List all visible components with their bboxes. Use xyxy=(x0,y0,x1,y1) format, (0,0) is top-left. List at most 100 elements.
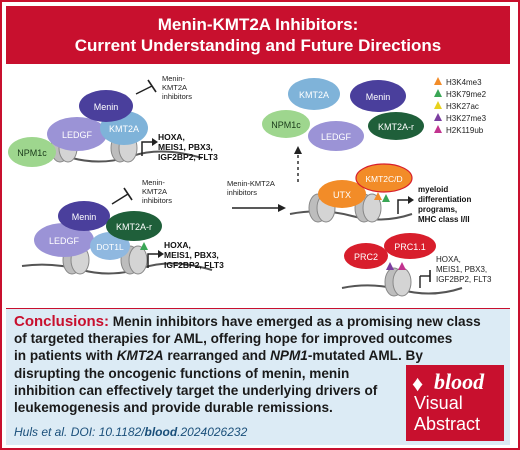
arrowhead xyxy=(152,138,158,146)
inhibitor-label-3: inhibitors xyxy=(162,92,192,101)
menin-label: Menin xyxy=(366,92,391,102)
ledgf-label: LEDGF xyxy=(321,132,352,142)
prc1-protein xyxy=(384,233,436,259)
inhibitor-bar xyxy=(147,79,157,93)
citation-suffix: .2024026232 xyxy=(177,425,248,439)
dashed-arrow-head xyxy=(294,146,302,154)
kmt2a-r-protein xyxy=(106,211,162,241)
menin-protein xyxy=(350,80,406,112)
conclusions-line-6: leukemogenesis and provide durable remis… xyxy=(14,400,333,416)
arrow-head xyxy=(278,204,286,212)
logo-abstract: Abstract xyxy=(414,414,481,434)
panel-top-left: NPM1c LEDGF KMT2A Menin Menin- KMT2A inh… xyxy=(8,74,218,167)
legend-swatch-h3k79me2 xyxy=(434,89,442,97)
h3k27ac-mark xyxy=(382,194,390,202)
title-line-1: Menin-KMT2A Inhibitors: xyxy=(157,15,359,34)
conclusions-line-2: of targeted therapies for AML, offering … xyxy=(14,331,453,347)
kmt2a-r-label: KMT2A-r xyxy=(378,122,414,132)
conclusions-line-1: Menin inhibitors have emerged as a promi… xyxy=(112,314,481,329)
kmt2a-label: KMT2A xyxy=(299,90,329,100)
citation-brand: blood xyxy=(144,425,178,439)
legend-label-h3k4me3: H3K4me3 xyxy=(446,78,482,87)
nucleosome xyxy=(384,267,412,297)
prc2-protein xyxy=(344,243,388,269)
legend-label-h2k119ub: H2K119ub xyxy=(446,126,484,135)
npm1c-protein xyxy=(8,137,56,167)
arrowhead xyxy=(408,196,414,204)
dot1l-protein xyxy=(90,232,130,260)
menin-protein xyxy=(79,90,133,122)
citation[interactable]: Huls et al. DOI: 10.1182/blood.202402623… xyxy=(14,425,247,439)
legend-swatch-h2k119ub xyxy=(434,125,442,133)
transcription-arrow xyxy=(147,253,158,268)
conclusions-panel: Conclusions: Menin inhibitors have emerg… xyxy=(6,308,510,445)
gene-list-line-2: MEIS1, PBX3, xyxy=(158,142,213,152)
dna-strand xyxy=(289,210,413,221)
ledgf-protein xyxy=(308,121,364,151)
utx-protein xyxy=(318,180,366,208)
legend-swatch-h3k27me3 xyxy=(434,113,442,121)
menin-label: Menin xyxy=(72,212,97,222)
menin-label: Menin xyxy=(94,102,119,112)
kmt2a-label: KMT2A xyxy=(109,124,139,134)
ledgf-protein xyxy=(47,117,107,151)
logo-blood: blood xyxy=(434,369,485,394)
npm1c-label: NPM1c xyxy=(271,120,301,130)
bottom-gene-line-3: IGF2BP2, FLT3 xyxy=(436,275,492,284)
mid-gene-line-3: programs, xyxy=(418,205,457,214)
mechanism-diagram: NPM1c LEDGF KMT2A Menin Menin- KMT2A inh… xyxy=(8,74,492,297)
title-line-2: Current Understanding and Future Directi… xyxy=(74,36,442,55)
conclusions-heading: Conclusions: xyxy=(14,313,110,330)
npm1-gene: NPM1 xyxy=(270,348,308,364)
gene-list-line-1: HOXA, xyxy=(158,132,185,142)
inhibitor-label-1: Menin- xyxy=(162,74,185,83)
inhibitor-label-2: KMT2A xyxy=(142,187,167,196)
legend-label-h3k79me2: H3K79me2 xyxy=(446,90,487,99)
legend-label-h3k27ac: H3K27ac xyxy=(446,102,479,111)
panel-bottom-left: LEDGF DOT1L Menin KMT2A-r Menin- KMT2A i… xyxy=(21,178,224,275)
h3k79me2-mark xyxy=(140,242,148,250)
citation-prefix: Huls et al. DOI: 10.1182/ xyxy=(14,425,145,439)
arrow-label-2: inhibitors xyxy=(227,188,257,197)
conclusions-line-3c: -mutated AML. By xyxy=(307,348,423,364)
ledgf-label: LEDGF xyxy=(49,236,80,246)
transcription-arrow xyxy=(141,141,152,156)
kmt2a-protein xyxy=(288,78,340,110)
mid-gene-line-4: MHC class I/II xyxy=(418,215,470,224)
legend-swatch-h3k27ac xyxy=(434,101,442,109)
transcription-arrow xyxy=(397,199,408,214)
title-banner: Menin-KMT2A Inhibitors: Current Understa… xyxy=(6,6,510,64)
gene-list-line-1: HOXA, xyxy=(164,240,191,250)
inhibitor-label-3: inhibitors xyxy=(142,196,172,205)
gene-list-line-2: MEIS1, PBX3, xyxy=(164,250,219,260)
bottom-gene-line-2: MEIS1, PBX3, xyxy=(436,265,487,274)
blood-drop-icon: ♦ xyxy=(412,371,424,396)
gene-list-line-3: IGF2BP2, FLT3 xyxy=(158,152,218,162)
menin-protein xyxy=(58,201,110,231)
inhibitor-line xyxy=(111,193,129,205)
nucleosome xyxy=(354,193,382,223)
utx-label: UTX xyxy=(333,190,351,200)
conclusions-line-3a: in patients with xyxy=(14,348,113,364)
conclusions-line-5: inhibition can effectively target the un… xyxy=(14,382,378,398)
dna-strand xyxy=(21,262,213,275)
legend-swatch-h3k4me3 xyxy=(434,77,442,85)
npm1c-protein xyxy=(262,110,310,138)
arrowhead xyxy=(158,250,164,258)
h3k27me3-mark xyxy=(386,262,394,270)
gene-list-line-3: IGF2BP2, FLT3 xyxy=(164,260,224,270)
treatment-arrow: Menin-KMT2A inhibitors xyxy=(227,179,286,212)
conclusions-text: Conclusions: Menin inhibitors have emerg… xyxy=(14,313,502,416)
panel-mid-right: UTX KMT2C/D myeloid differentiation prog… xyxy=(289,163,471,224)
mid-gene-line-1: myeloid xyxy=(418,185,448,194)
inhibitor-label-1: Menin- xyxy=(142,178,165,187)
inhibitor-label-2: KMT2A xyxy=(162,83,187,92)
inhibitor-bar xyxy=(123,187,133,201)
ledgf-protein xyxy=(34,223,94,257)
h2k119ub-mark xyxy=(398,262,406,270)
histone-mark-legend: H3K4me3 H3K79me2 H3K27ac H3K27me3 H2K119… xyxy=(434,77,487,135)
panel-bottom-right: PRC2 PRC1.1 HOXA, MEIS1, PBX3, IGF2BP2, … xyxy=(341,233,492,297)
panel-top-right: KMT2A Menin NPM1c LEDGF KMT2A-r xyxy=(262,78,424,182)
inhibitor-line xyxy=(135,85,153,95)
conclusions-line-3b: rearranged and xyxy=(167,348,267,364)
